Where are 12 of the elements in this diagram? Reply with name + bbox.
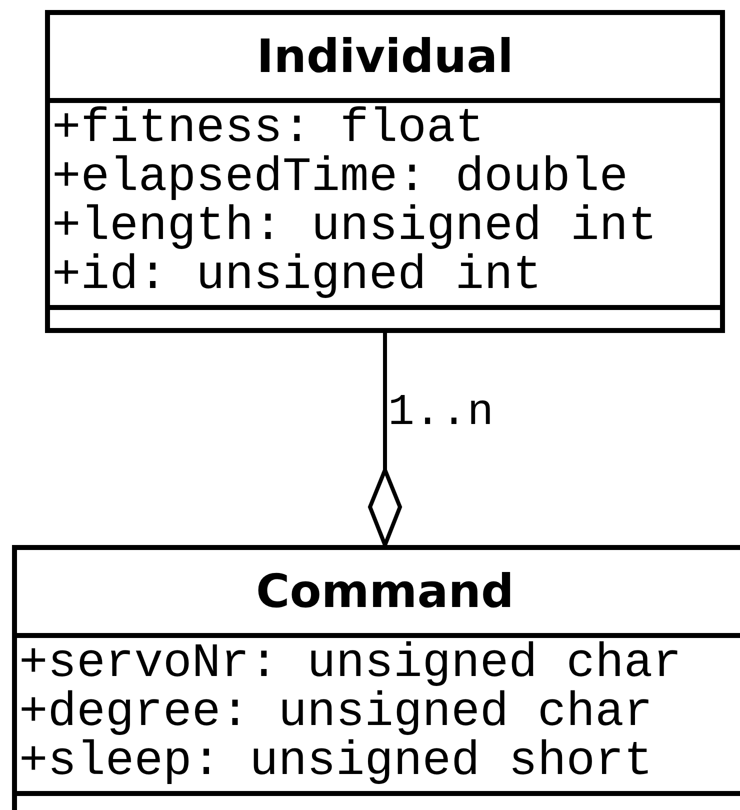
class-name: Individual [256,31,514,82]
class-box [45,10,725,333]
attribute-text: +elapsedTime: double [51,154,628,203]
attribute-text: +fitness: float [51,105,484,154]
attribute-text: +servoNr: unsigned char [18,640,682,689]
attribute-text: +degree: unsigned char [18,689,653,738]
attribute-text: +sleep: unsigned short [18,738,653,787]
attribute-text: +length: unsigned int [51,203,657,252]
class-box [12,545,740,810]
aggregation-line [368,333,402,547]
attribute-text: +id: unsigned int [51,252,542,301]
class-name: Command [256,566,514,617]
